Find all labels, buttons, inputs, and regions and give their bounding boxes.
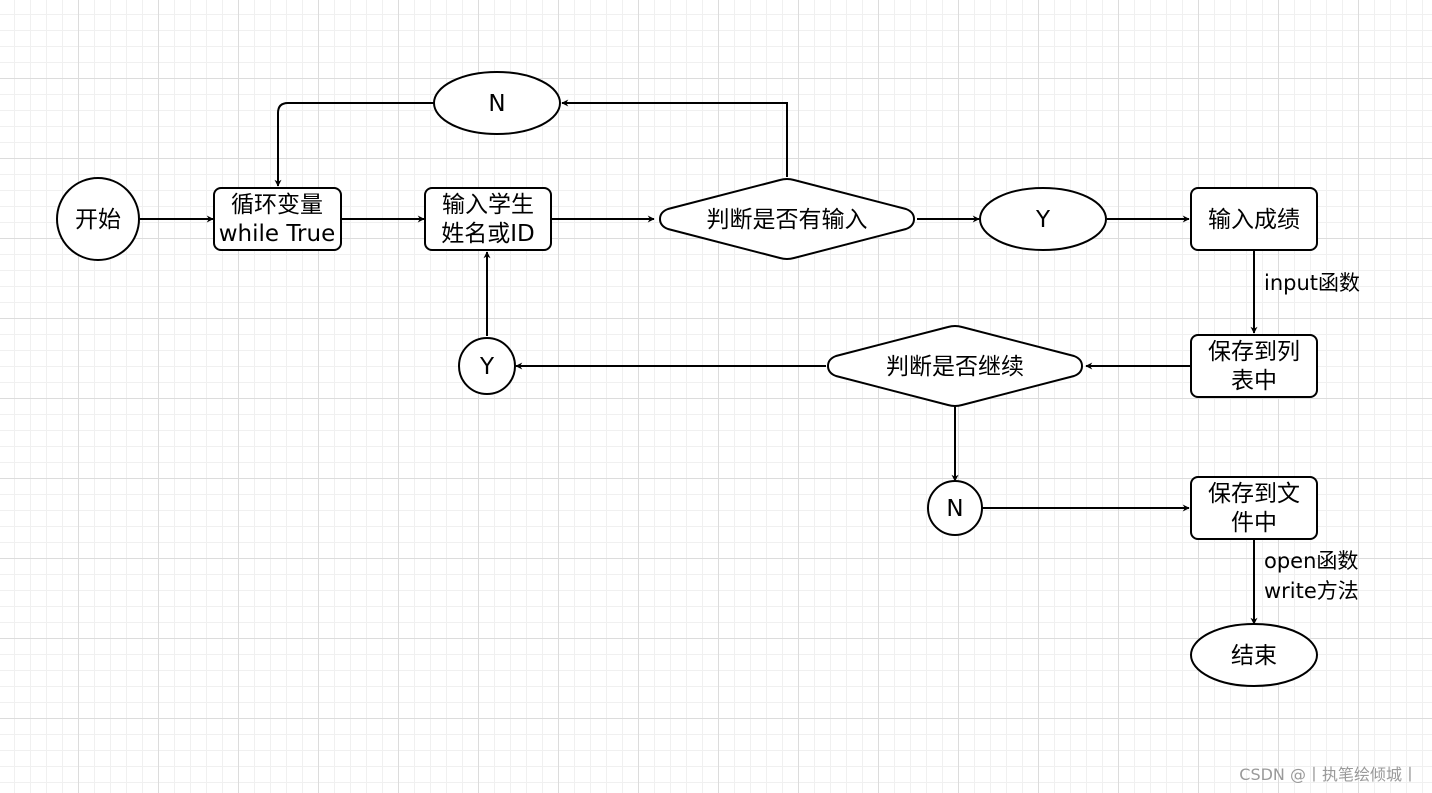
open-func-label: open函数 (1264, 549, 1358, 573)
input-func-label: input函数 (1264, 271, 1360, 295)
save-file-label-line1: 保存到文 (1208, 481, 1300, 507)
save-list-label-line2: 表中 (1231, 368, 1277, 394)
write-method-label: write方法 (1264, 579, 1359, 603)
start-node: 开始 (56, 177, 140, 261)
check-input-diamond: 判断是否有输入 (658, 178, 916, 260)
end-label: 结束 (1231, 643, 1277, 669)
no-bottom-node: N (927, 480, 983, 536)
watermark: CSDN @丨执笔绘倾城丨 (1239, 765, 1418, 784)
yes-mid-label: Y (1035, 207, 1051, 233)
input-score-label: 输入成绩 (1208, 207, 1300, 233)
loop-label-line1: 循环变量 (231, 192, 323, 218)
yes-left-node: Y (458, 337, 516, 395)
loop-node: 循环变量 while True (213, 187, 342, 251)
save-list-label-line1: 保存到列 (1208, 339, 1300, 365)
save-file-node: 保存到文 件中 (1190, 476, 1318, 540)
loop-label-line2: while True (219, 221, 335, 247)
start-label: 开始 (75, 207, 121, 233)
end-node: 结束 (1190, 623, 1318, 687)
edge-check-to-no-top (561, 99, 788, 177)
no-top-node: N (433, 71, 561, 135)
input-score-node: 输入成绩 (1190, 187, 1318, 251)
check-continue-label: 判断是否继续 (886, 354, 1024, 380)
save-file-label-line2: 件中 (1231, 510, 1277, 536)
save-list-node: 保存到列 表中 (1190, 334, 1318, 398)
yes-mid-node: Y (979, 187, 1107, 251)
yes-left-label: Y (479, 354, 495, 380)
input-student-label-line2: 姓名或ID (441, 221, 535, 247)
check-input-label: 判断是否有输入 (707, 207, 868, 233)
check-continue-diamond: 判断是否继续 (826, 325, 1084, 407)
edge-no-top-to-loop (274, 102, 434, 187)
input-student-label-line1: 输入学生 (442, 192, 534, 218)
input-student-node: 输入学生 姓名或ID (424, 187, 552, 251)
no-bottom-label: N (946, 496, 963, 522)
no-top-label: N (488, 91, 505, 117)
